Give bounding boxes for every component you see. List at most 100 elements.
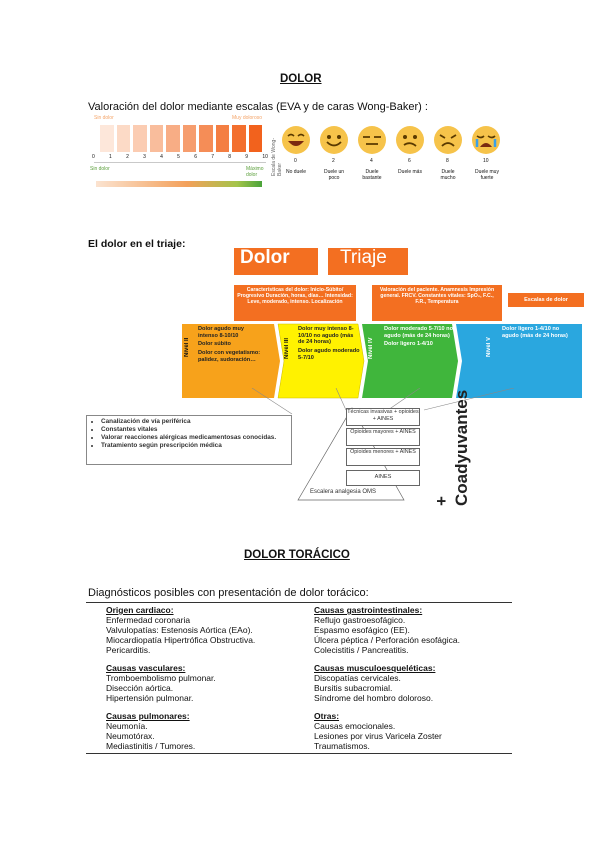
level-iii-line: Dolor agudo moderado 5-7/10 xyxy=(298,348,360,361)
pyramid-step: Opioides menores + AINES xyxy=(346,448,420,466)
valoracion-text: Valoración del paciente. Anamnesis Impre… xyxy=(379,287,495,306)
box-triaje xyxy=(328,248,408,275)
level-ii-line: Dolor agudo muy intenso 8-10/10 xyxy=(198,326,244,339)
box-escalas: Escalas de dolor xyxy=(508,293,584,307)
box-caracteristicas: Características del dolor: Inicio-Súbito… xyxy=(234,285,356,321)
dx-item: Neumonía. xyxy=(106,721,148,731)
eva-bottom-right-label: Máximo dolor xyxy=(246,166,264,178)
level-iv-text: Dolor moderado 5-7/10 no agudo (más de 2… xyxy=(384,326,454,348)
level-v-shape xyxy=(456,324,582,398)
level-v-text: Dolor ligero 1-4/10 no agudo (más de 24 … xyxy=(502,326,574,339)
face-number: 2 xyxy=(332,158,335,164)
dx-block: Causas musculoesqueléticas: Discopatías … xyxy=(314,663,510,703)
action-item: Constantes vitales xyxy=(101,426,287,434)
level-ii-tag: Nivel II xyxy=(184,337,190,357)
eva-tick: 6 xyxy=(194,154,197,160)
level-iv-shape xyxy=(362,324,458,398)
face-number: 8 xyxy=(446,158,449,164)
pyramid-caption: Escalera analgesia OMS xyxy=(310,489,377,495)
wong-baker-faces: 0 2 4 6 8 10 No duele Duele un poco Duel… xyxy=(282,126,507,196)
dx-head: Otras: xyxy=(314,711,340,721)
coadyuvantes-label: + Coadyuvantes xyxy=(432,389,471,506)
action-item: Canalización de vía periférica xyxy=(101,418,287,426)
action-item: Tratamiento según prescripción médica xyxy=(101,442,287,450)
face-label: Duele muy fuerte xyxy=(475,169,499,181)
face-neutral-icon xyxy=(358,126,386,154)
level-iii-shape xyxy=(277,323,365,399)
pyramid-step-text: AINES xyxy=(374,474,392,480)
levels-shapes xyxy=(182,323,582,399)
level-iv-tag: Nivel IV xyxy=(368,337,374,359)
dx-item: Lesiones por virus Varicela Zoster xyxy=(314,731,442,741)
dx-item: Causas emocionales. xyxy=(314,721,396,731)
face-number: 10 xyxy=(483,158,489,164)
dx-item: Valvulopatías: Estenosis Aórtica (EAo). xyxy=(106,625,253,635)
level-v-tag: Nivel V xyxy=(486,336,492,357)
dx-item: Enfermedad coronaria xyxy=(106,615,191,625)
dx-item: Pericarditis. xyxy=(106,645,151,655)
eva-tick: 3 xyxy=(143,154,146,160)
level-ii-line: Dolor con vegetatismo: palidez, sudoraci… xyxy=(198,350,261,363)
triaje-heading: El dolor en el triaje: xyxy=(88,238,186,250)
dx-item: Espasmo esofágico (EE). xyxy=(314,625,410,635)
pyramid-step: Opioides mayores + AINES xyxy=(346,428,420,446)
dx-item: Colecistitis / Pancreatitis. xyxy=(314,645,409,655)
eva-tick: 8 xyxy=(228,154,232,160)
action-item: Valorar reacciones alérgicas medicamento… xyxy=(101,434,287,442)
level-iv-line: Dolor ligero 1-4/10 xyxy=(384,341,433,348)
level-ii-text: Dolor agudo muy intenso 8-10/10 Dolor sú… xyxy=(198,326,262,364)
eva-ruler-line xyxy=(94,162,266,163)
face-sad-icon xyxy=(434,126,462,154)
dx-head: Causas gastrointestinales: xyxy=(314,605,423,615)
dx-block: Otras: Causas emocionales. Lesiones por … xyxy=(314,711,510,751)
eva-color-bars xyxy=(100,125,262,152)
box-triaje-label: Triaje xyxy=(340,247,387,268)
dx-head: Causas vasculares: xyxy=(106,663,186,673)
eva-tick: 5 xyxy=(177,154,180,160)
section-title-dolor: DOLOR xyxy=(280,73,322,85)
face-number: 0 xyxy=(294,158,297,164)
dx-item: Discopatías cervicales. xyxy=(314,673,401,683)
level-ii-line: Dolor súbito xyxy=(198,341,231,348)
eva-tick: 9 xyxy=(245,154,249,160)
pyramid-step: Técnicas invasivas + opioides + AINES xyxy=(346,408,420,426)
pyramid-step-text: Técnicas invasivas + opioides + AINES xyxy=(347,409,419,422)
dx-item: Neumotórax. xyxy=(106,731,155,741)
face-number: 4 xyxy=(370,158,373,164)
level-iii-text: Dolor muy intenso 8-10/10 no agudo (más … xyxy=(298,326,360,362)
dx-item: Tromboembolismo pulmonar. xyxy=(106,673,216,683)
face-confused-icon xyxy=(396,126,424,154)
face-label: Duele más xyxy=(398,169,422,175)
section-title-toracico: DOLOR TORÁCICO xyxy=(244,549,350,561)
level-iv-line: Dolor moderado 5-7/10 no agudo (más de 2… xyxy=(384,326,454,339)
pyramid-step-text: Opioides menores + AINES xyxy=(350,449,416,455)
pyramid-step: AINES xyxy=(346,470,420,486)
eva-tick: 2 xyxy=(126,154,129,160)
face-smiling-icon xyxy=(320,126,348,154)
eva-tick: 4 xyxy=(160,154,163,160)
diagnosticos-intro: Diagnósticos posibles con presentación d… xyxy=(88,587,369,599)
box-dolor-label: Dolor xyxy=(240,247,290,268)
dx-block: Origen cardiaco: Enfermedad coronaria Va… xyxy=(106,605,306,655)
dx-item: Hipertensión pulmonar. xyxy=(106,693,194,703)
eva-bottom-left-label: Sin dolor xyxy=(90,166,110,172)
face-label: Duele mucho xyxy=(440,169,456,181)
dx-block: Causas vasculares: Tromboembolismo pulmo… xyxy=(106,663,306,703)
level-iii-line: Dolor muy intenso 8-10/10 no agudo (más … xyxy=(298,326,354,346)
triaje-diagram: Dolor Triaje Características del dolor: … xyxy=(84,247,590,510)
eva-tick: 0 xyxy=(92,154,95,160)
escalas-text: Escalas de dolor xyxy=(524,297,568,303)
dx-head: Origen cardiaco: xyxy=(106,605,174,615)
face-crying-icon xyxy=(472,126,500,154)
dx-head: Causas pulmonares: xyxy=(106,711,190,721)
level-v-line: Dolor ligero 1-4/10 no agudo (más de 24 … xyxy=(502,326,568,339)
pyramid-step-text: Opioides mayores + AINES xyxy=(350,429,416,435)
box-valoracion: Valoración del paciente. Anamnesis Impre… xyxy=(372,285,502,321)
dx-item: Úlcera péptica / Perforación esofágica. xyxy=(314,635,460,645)
caracteristicas-text: Características del dolor: Inicio-Súbito… xyxy=(237,287,353,306)
level-ii-shape xyxy=(182,324,280,398)
dx-item: Reflujo gastroesofágico. xyxy=(314,615,406,625)
eva-scale: Sin dolor Muy doloroso 0 1 2 3 4 5 6 7 8… xyxy=(90,115,270,190)
dx-item: Síndrome del hombro doloroso. xyxy=(314,693,434,703)
diagnosticos-table: Origen cardiaco: Enfermedad coronaria Va… xyxy=(86,602,512,754)
